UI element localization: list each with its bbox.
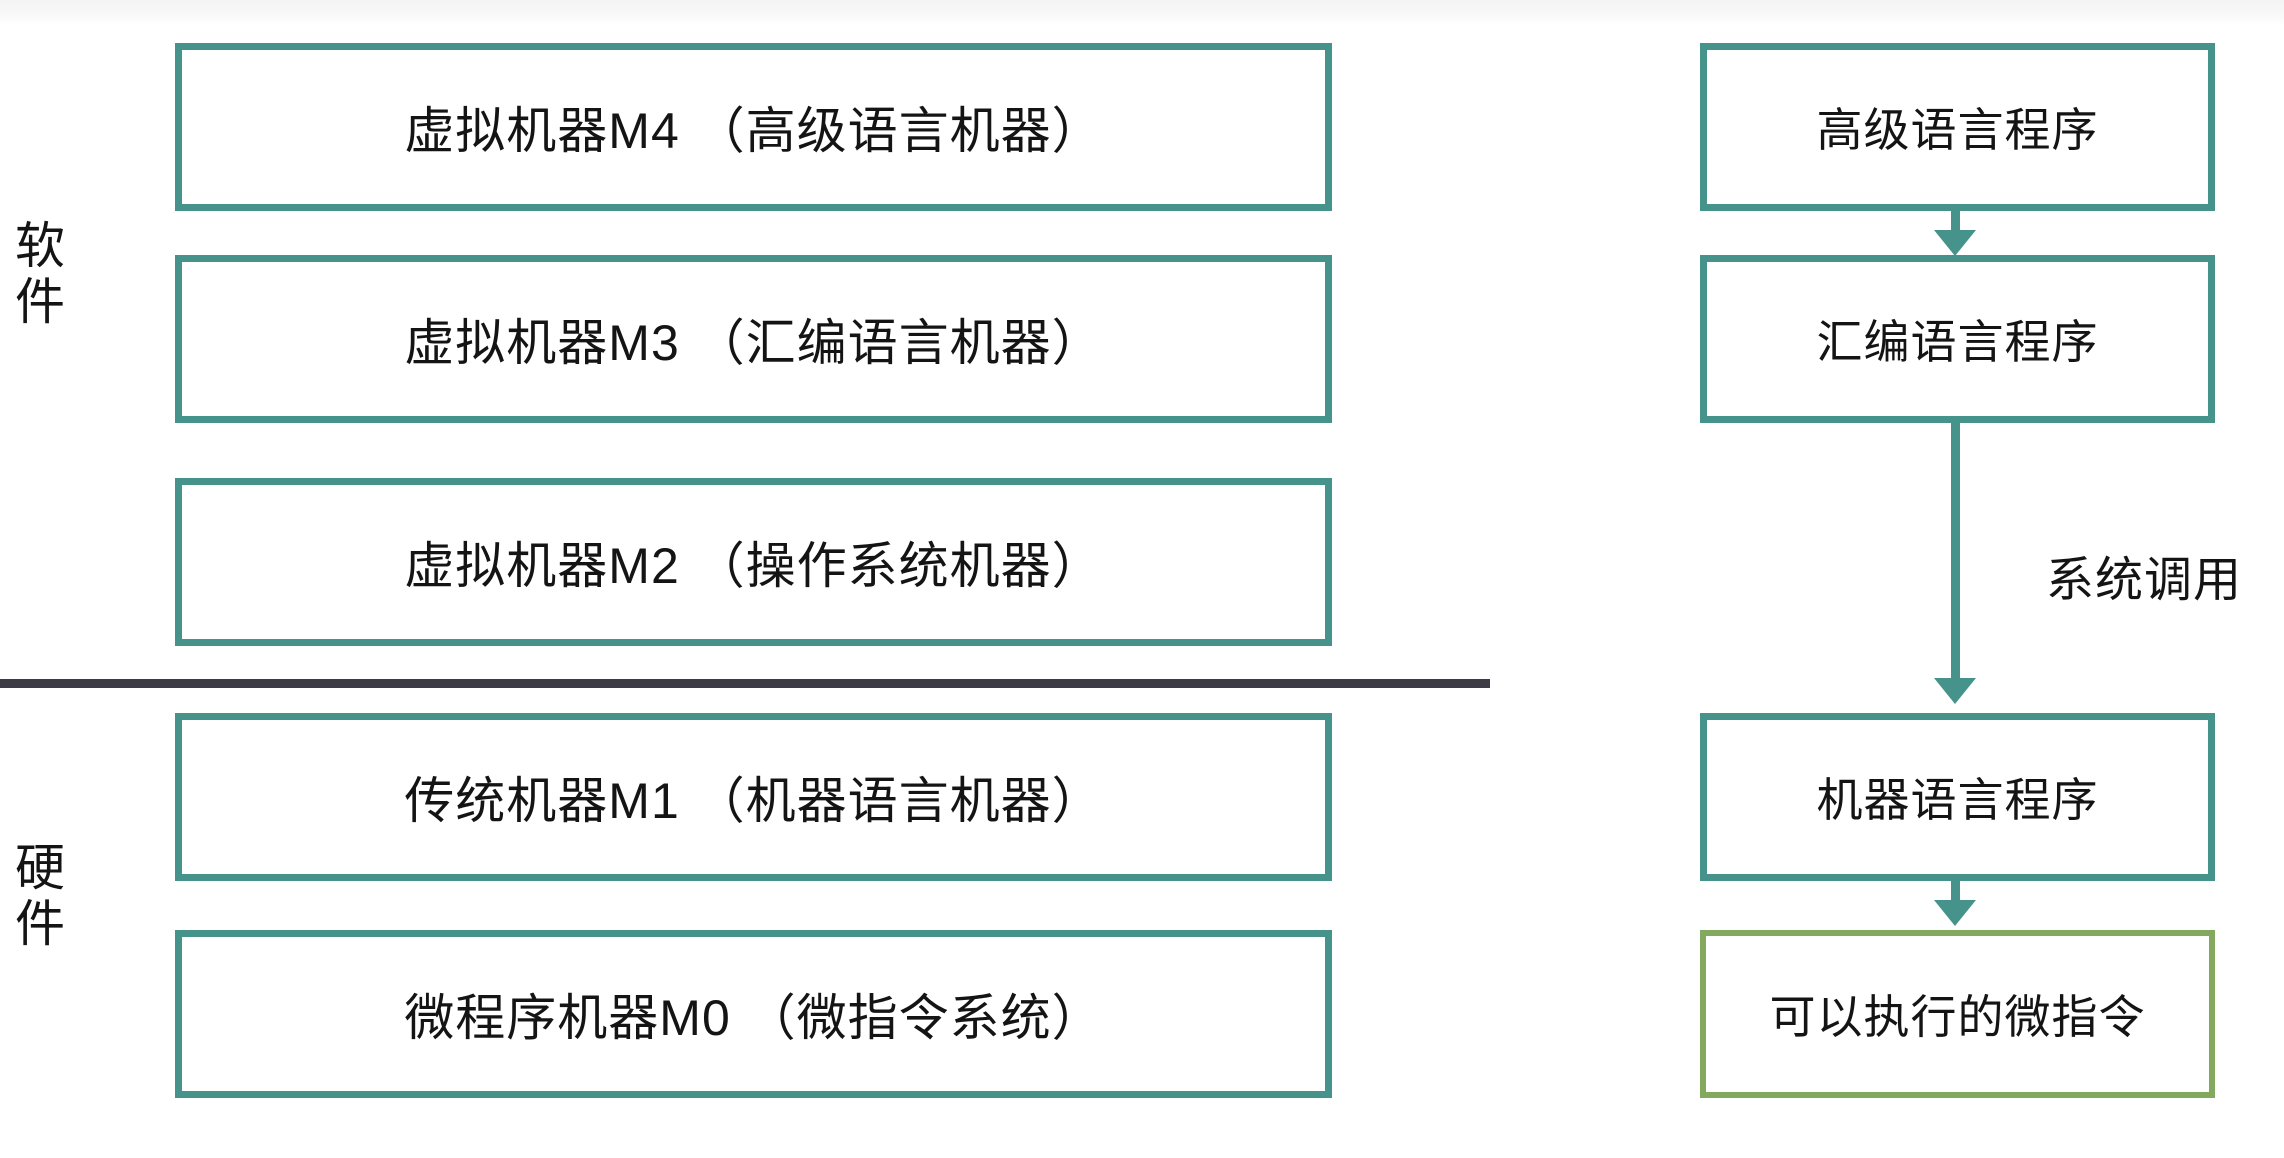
arrow-head-high-level-to-assembly [1934,230,1976,256]
layer-box-m3-label: 虚拟机器M3 （汇编语言机器） [404,315,1103,371]
program-box-machine[interactable]: 机器语言程序 [1700,713,2215,881]
tier-label-hardware: 硬 件 [8,840,72,952]
tier-label-hardware-char-1: 硬 [15,840,65,896]
arrow-shaft-high-level-to-assembly [1951,205,1960,238]
arrow-head-assembly-to-machine [1934,678,1976,704]
program-box-micro-label: 可以执行的微指令 [1769,991,2146,1043]
layer-box-m1[interactable]: 传统机器M1 （机器语言机器） [175,713,1332,881]
arrow-shaft-assembly-to-machine [1951,418,1960,686]
program-box-high-level[interactable]: 高级语言程序 [1700,43,2215,211]
arrow-shaft-machine-to-micro [1951,875,1960,908]
layer-box-m3[interactable]: 虚拟机器M3 （汇编语言机器） [175,255,1332,423]
software-hardware-divider [0,679,1490,688]
layer-box-m0[interactable]: 微程序机器M0 （微指令系统） [175,930,1332,1098]
program-box-assembly[interactable]: 汇编语言程序 [1700,255,2215,423]
arrow-head-machine-to-micro [1934,900,1976,926]
layer-box-m1-label: 传统机器M1 （机器语言机器） [404,773,1103,829]
tier-label-software-char-1: 软 [15,218,65,274]
program-box-machine-label: 机器语言程序 [1816,774,2099,826]
annotation-system-call: 系统调用 [2046,554,2243,607]
program-box-micro[interactable]: 可以执行的微指令 [1700,930,2215,1098]
tier-label-software: 软 件 [8,218,72,330]
tier-label-hardware-char-2: 件 [15,896,65,952]
layer-box-m4[interactable]: 虚拟机器M4 （高级语言机器） [175,43,1332,211]
tier-label-software-char-2: 件 [15,274,65,330]
layer-box-m2[interactable]: 虚拟机器M2 （操作系统机器） [175,478,1332,646]
program-box-high-level-label: 高级语言程序 [1816,104,2099,156]
layer-box-m2-label: 虚拟机器M2 （操作系统机器） [404,538,1103,594]
layer-box-m4-label: 虚拟机器M4 （高级语言机器） [404,103,1103,159]
layer-box-m0-label: 微程序机器M0 （微指令系统） [404,990,1103,1046]
top-gray-band [0,0,2284,26]
program-box-assembly-label: 汇编语言程序 [1816,316,2099,368]
